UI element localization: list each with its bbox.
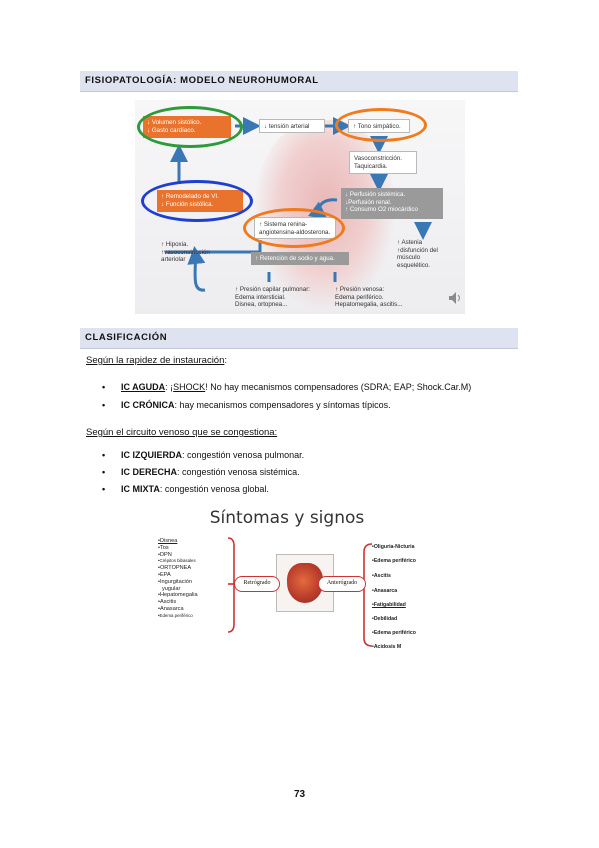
subheading-circuito: Según el circuito venoso que se congesti… bbox=[86, 427, 278, 438]
box-retencion-sodio: ↑ Retención de sodio y agua. bbox=[251, 252, 349, 265]
section-title: CLASIFICACIÓN bbox=[85, 332, 168, 343]
right-item: •Edema periférico bbox=[372, 630, 416, 636]
bullet-dot: • bbox=[102, 467, 106, 477]
box-vasoconstriccion: Vasoconstricción. Taquicardia. bbox=[349, 151, 417, 174]
left-item: •Ingurgitación bbox=[158, 578, 192, 585]
list-item-text: IC MIXTA: congestión venosa global. bbox=[121, 484, 269, 494]
left-item: yugular bbox=[162, 585, 181, 592]
bullet-dot: • bbox=[102, 400, 106, 410]
box-perfusion-sistemica: ↓ Perfusión sistémica. ↓Perfusión renal.… bbox=[341, 188, 443, 219]
item-text: : congestión venosa sistémica. bbox=[177, 467, 300, 477]
subheading-text: Según la rapidez de instauración bbox=[86, 355, 225, 366]
subheading-colon: : bbox=[224, 355, 228, 366]
green-highlight-ring bbox=[137, 106, 243, 148]
left-item: •Edema periférico bbox=[158, 612, 193, 618]
right-item: •Ascitis bbox=[372, 573, 391, 579]
left-item: •Anasarca bbox=[158, 605, 184, 612]
item-text-pre: : ¡ bbox=[165, 382, 174, 392]
left-item: •Hepatomegalia bbox=[158, 592, 198, 599]
anterogrado-label: Anterógrado bbox=[318, 576, 366, 592]
left-item: •Crépitos bibasales bbox=[158, 558, 196, 564]
box-hipoxia: ↑ Hipoxia. ↑vasoconstricción arteriolar bbox=[161, 241, 210, 263]
bullet-dot: • bbox=[102, 484, 106, 494]
item-label: IC IZQUIERDA bbox=[121, 450, 183, 460]
blue-highlight-ring bbox=[141, 180, 253, 222]
left-item: •EPA bbox=[158, 571, 171, 578]
section-title: FISIOPATOLOGÍA: MODELO NEUROHUMORAL bbox=[85, 75, 319, 86]
left-item: •Ascitis bbox=[158, 599, 177, 606]
item-text: : hay mecanismos compensadores y síntoma… bbox=[174, 400, 391, 410]
neurohumoral-diagram: ↓ Volumen sistólico. ↓ Gasto cardíaco. ↓… bbox=[135, 100, 465, 314]
orange-highlight-ring-top bbox=[335, 108, 427, 142]
item-label: IC DERECHA bbox=[121, 467, 178, 477]
right-item: •Fatigabilidad bbox=[372, 602, 406, 608]
box-presion-venosa: ↑ Presión venosa: Edema periférico. Hepa… bbox=[335, 286, 403, 308]
speaker-icon bbox=[449, 292, 460, 304]
left-item: •Tos bbox=[158, 544, 169, 551]
list-item-text: IC IZQUIERDA: congestión venosa pulmonar… bbox=[121, 450, 304, 460]
item-label: IC MIXTA bbox=[121, 484, 160, 494]
item-text-post: ! No hay mecanismos compensadores (SDRA;… bbox=[205, 382, 472, 392]
right-item: •Debilidad bbox=[372, 616, 398, 622]
sintomas-signos-map: Síntomas y signos Retrógrado Anterógrado… bbox=[148, 502, 426, 654]
bullet-dot: • bbox=[102, 382, 106, 392]
left-item: •DPN bbox=[158, 551, 172, 558]
heart-icon bbox=[287, 563, 323, 603]
section-header-fisiopatologia: FISIOPATOLOGÍA: MODELO NEUROHUMORAL bbox=[80, 71, 518, 92]
retrogrado-label: Retrógrado bbox=[234, 576, 280, 592]
bullet-dot: • bbox=[102, 450, 106, 460]
right-item: •Oliguria-Nicturia bbox=[372, 544, 415, 550]
box-tension-arterial: ↓ tensión arterial bbox=[259, 119, 325, 133]
list-item-text: IC DERECHA: congestión venosa sistémica. bbox=[121, 467, 300, 477]
orange-highlight-ring-bottom bbox=[243, 208, 345, 248]
list-item-text: IC CRÓNICA: hay mecanismos compensadores… bbox=[121, 400, 391, 410]
right-item: •Acidosis M bbox=[372, 644, 402, 650]
item-label: IC CRÓNICA bbox=[121, 400, 175, 410]
left-items-list: •Disnea •Tos •DPN •Crépitos bibasales •O… bbox=[158, 538, 198, 620]
item-text: : congestión venosa global. bbox=[159, 484, 269, 494]
list-item-text: IC AGUDA: ¡SHOCK! No hay mecanismos comp… bbox=[121, 382, 471, 392]
map-title: Síntomas y signos bbox=[209, 508, 365, 528]
left-item: •Disnea bbox=[158, 538, 178, 544]
item-shock: SHOCK bbox=[173, 382, 206, 392]
page-number: 73 bbox=[293, 789, 306, 800]
left-item: •ORTOPNEA bbox=[158, 565, 192, 572]
box-astenia: ↑ Astenia ↑disfunción del músculo esquel… bbox=[397, 239, 438, 269]
item-label: IC AGUDA bbox=[121, 382, 166, 392]
right-item: •Edema periférico bbox=[372, 558, 416, 564]
item-text: : congestión venosa pulmonar. bbox=[182, 450, 305, 460]
box-presion-capilar: ↑ Presión capilar pulmonar: Edema inters… bbox=[235, 286, 310, 308]
right-item: •Anasarca bbox=[372, 588, 398, 594]
section-header-clasificacion: CLASIFICACIÓN bbox=[80, 328, 518, 349]
subheading-rapidez: Según la rapidez de instauración: bbox=[86, 355, 227, 366]
